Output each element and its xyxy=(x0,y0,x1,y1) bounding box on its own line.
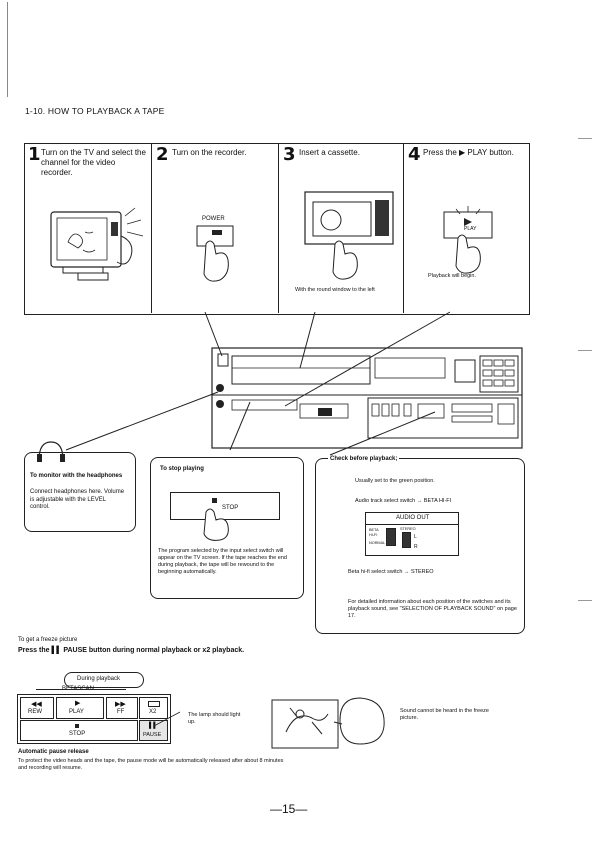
pause-icon: ▌▌ xyxy=(149,723,158,729)
panel-label-normal: NORMAL xyxy=(369,541,386,545)
ff-label: FF xyxy=(117,709,125,715)
panel-label-l: L xyxy=(414,534,417,540)
audio-track-switch[interactable] xyxy=(386,528,396,546)
step-2-number: 2 xyxy=(156,144,169,165)
tv-illustration-icon xyxy=(50,207,144,281)
step-2-text: Turn on the recorder. xyxy=(172,148,247,157)
step-2: 2 Turn on the recorder. POWER xyxy=(152,144,278,312)
step-3-text: Insert a cassette. xyxy=(299,148,360,157)
pause-button[interactable]: ▌▌ PAUSE xyxy=(139,720,168,741)
step-1-number: 1 xyxy=(28,144,41,165)
right-margin-mark xyxy=(578,600,592,601)
play-icon: ▶ xyxy=(75,700,81,707)
stop-transport-button[interactable]: STOP xyxy=(20,720,138,741)
right-margin-mark xyxy=(578,138,592,139)
audio-out-panel: AUDIO OUT BETA HI-FI NORMAL STEREO L R xyxy=(365,512,459,556)
panel-label-r: R xyxy=(414,544,418,550)
step-4-text: Press the ▶ PLAY button. xyxy=(423,148,514,157)
check-line4: For detailed information about each posi… xyxy=(348,599,517,619)
stop-title: To stop playing xyxy=(160,466,204,472)
section-title: 1-10. HOW TO PLAYBACK A TAPE xyxy=(25,106,165,116)
during-playback-bubble: During playback xyxy=(64,672,144,688)
stop-transport-label: STOP xyxy=(69,731,86,737)
play-label: PLAY xyxy=(69,709,84,715)
step-3-number: 3 xyxy=(283,144,296,165)
x2-icon xyxy=(148,701,160,707)
freeze-instruction: Press the ▌▌ PAUSE button during normal … xyxy=(18,647,245,654)
transport-panel xyxy=(17,694,171,744)
step-divider xyxy=(278,143,279,313)
stop-icon xyxy=(75,724,79,728)
play-button-hand-icon xyxy=(443,206,493,274)
right-margin-mark xyxy=(578,350,592,351)
check-line1: Usually set to the green position. xyxy=(355,478,435,484)
audio-out-title: AUDIO OUT xyxy=(396,515,430,521)
ff-icon: ▶▶ xyxy=(115,701,126,708)
play-button[interactable]: ▶ PLAY xyxy=(56,697,104,719)
rew-label: REW xyxy=(28,709,42,715)
headphones-body: Connect headphones here. Volume is adjus… xyxy=(30,489,125,510)
freeze-heading: To get a freeze picture xyxy=(18,637,78,643)
step-1: 1 Turn on the TV and select the channel … xyxy=(25,144,151,312)
panel-label-beta: BETA xyxy=(369,528,379,532)
stop-button-label: STOP xyxy=(222,505,239,511)
panel-label-hifi: HI-FI xyxy=(369,533,378,537)
step-row xyxy=(24,143,530,315)
play-button-label: PLAY xyxy=(464,226,477,232)
during-playback-label: During playback xyxy=(77,676,121,682)
sound-note: Sound cannot be heard in the freeze pict… xyxy=(400,708,489,721)
step-divider xyxy=(403,143,404,313)
check-title: Check before playback; xyxy=(328,456,400,464)
step-divider xyxy=(151,143,152,313)
step-4-number: 4 xyxy=(408,144,421,165)
stereo-switch[interactable] xyxy=(402,532,411,548)
page-number: —15— xyxy=(270,802,308,816)
headphones-title: To monitor with the headphones xyxy=(30,473,123,479)
step-3-caption: With the round window to the left xyxy=(295,287,375,293)
panel-label-stereo: STEREO xyxy=(400,527,416,531)
headphones-box xyxy=(24,452,136,532)
headphones-icon xyxy=(37,441,65,462)
check-box xyxy=(315,458,525,634)
step-4: 4 Press the ▶ PLAY button. PLAY Playback… xyxy=(404,144,528,312)
auto-release-title: Automatic pause release xyxy=(18,749,89,755)
check-line3: Beta hi-fi select switch → STEREO xyxy=(348,569,434,575)
rew-icon: ◀◀ xyxy=(31,701,42,708)
stop-body: The program selected by the input select… xyxy=(158,548,287,575)
rew-button[interactable]: ◀◀ REW xyxy=(20,697,54,719)
auto-release-body: To protect the video heads and the tape,… xyxy=(18,758,284,771)
stop-button-hand-icon xyxy=(203,498,229,541)
x2-label: X2 xyxy=(149,709,157,715)
x2-button[interactable]: X2 xyxy=(139,697,168,719)
cassette-insert-icon xyxy=(304,191,394,280)
betascan-rule xyxy=(36,689,126,690)
audio-out-rule xyxy=(366,524,458,525)
step-1-text: Turn on the TV and select the channel fo… xyxy=(41,148,146,177)
freeze-picture-illustration-icon xyxy=(271,697,385,749)
power-button-hand-icon xyxy=(196,225,234,282)
stop-button-panel xyxy=(170,492,280,520)
ff-button[interactable]: ▶▶ FF xyxy=(106,697,138,719)
lamp-note: The lamp should light up. xyxy=(188,712,241,725)
pause-label: PAUSE xyxy=(143,732,162,738)
lamp-pointer-line xyxy=(153,711,181,727)
power-button-label: POWER xyxy=(202,216,225,222)
step-4-caption: Playback will begin. xyxy=(428,273,476,279)
vcr-front-panel-diagram xyxy=(65,311,523,456)
check-line2: Audio track select switch → BETA HI-FI xyxy=(355,498,452,504)
left-margin-line xyxy=(7,2,8,97)
step-3: 3 Insert a cassette. With the round wind… xyxy=(279,144,403,312)
